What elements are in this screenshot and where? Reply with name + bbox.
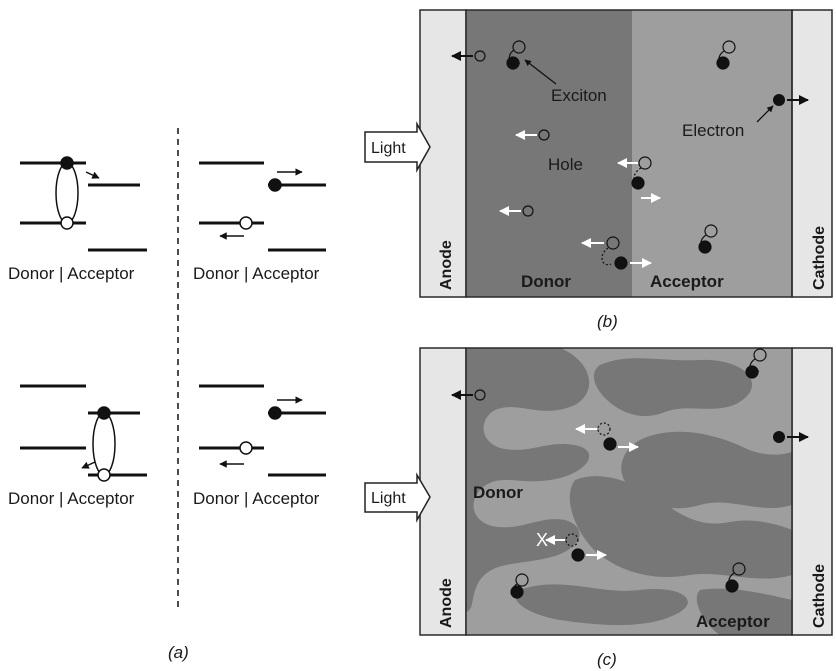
cathode-label-c: Cathode <box>811 564 828 628</box>
anode-label-c: Anode <box>438 578 455 628</box>
panel-b-caption: (b) <box>597 312 618 331</box>
free-electron <box>773 94 785 106</box>
acceptor-layer <box>632 10 792 297</box>
panel-c <box>364 347 833 636</box>
acceptor-label-c: Acceptor <box>696 612 770 631</box>
anode-label-b: Anode <box>438 240 455 290</box>
cathode-electrode <box>791 9 833 298</box>
cathode-label-b: Cathode <box>811 226 828 290</box>
light-arrow-c <box>364 472 431 523</box>
exciton-label: Exciton <box>551 86 607 105</box>
light-label-b: Light <box>371 140 406 157</box>
panel-a-label-tr: Donor | Acceptor <box>193 264 320 283</box>
panel-a-label-tl: Donor | Acceptor <box>8 264 135 283</box>
light-arrow-b <box>364 121 431 173</box>
panel-a-caption: (a) <box>168 643 189 662</box>
donor-label-c: Donor <box>473 483 523 502</box>
panel-c-caption: (c) <box>597 650 617 669</box>
panel-a <box>20 128 326 610</box>
panel-a-label-bl: Donor | Acceptor <box>8 489 135 508</box>
acceptor-label-b: Acceptor <box>650 272 724 291</box>
donor-label-b: Donor <box>521 272 571 291</box>
donor-layer <box>466 10 632 297</box>
panel-b <box>364 9 833 298</box>
panel-a-label-br: Donor | Acceptor <box>193 489 320 508</box>
light-label-c: Light <box>371 490 406 507</box>
electron-dot <box>60 156 74 170</box>
bulk-heterojunction-domains <box>466 348 792 635</box>
electron-label: Electron <box>682 121 744 140</box>
exciton-ellipse <box>55 162 79 224</box>
cathode-electrode-c <box>791 347 833 636</box>
hole-dot <box>60 216 74 230</box>
blocked-x-mark: X <box>536 530 548 550</box>
hole-label: Hole <box>548 155 583 174</box>
